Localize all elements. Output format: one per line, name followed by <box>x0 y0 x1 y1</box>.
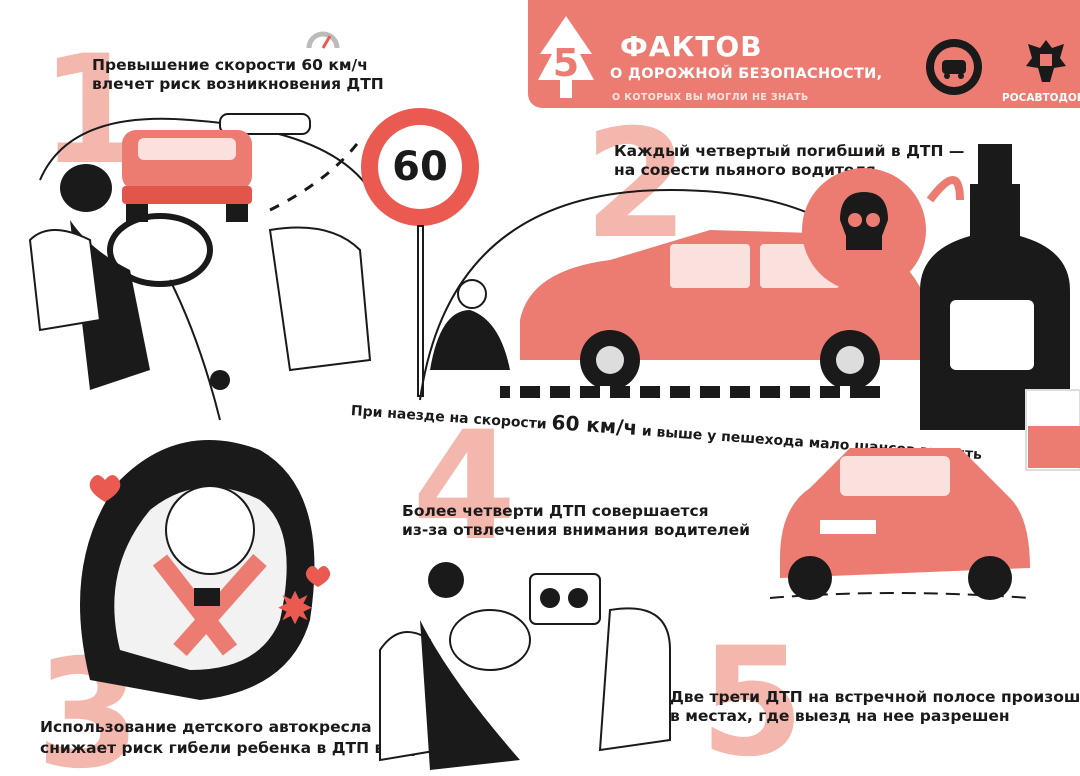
pedestrian-caption-speed: 60 км/ч <box>550 410 639 440</box>
fact-1-line2: влечет риск возникновения ДТП <box>92 75 384 93</box>
speed-limit-value: 60 <box>392 144 448 190</box>
fact-number-2: 2 <box>584 98 689 272</box>
illustration-distracted-driver <box>379 562 671 770</box>
bottle-icon <box>920 144 1070 430</box>
header-subtitle-2: О КОТОРЫХ ВЫ МОГЛИ НЕ ЗНАТЬ <box>612 92 809 103</box>
fact-2-line2: на совести пьяного водителя <box>614 161 876 179</box>
crosswalk <box>500 386 880 398</box>
fact-3-line1: Использование детского автокресла <box>40 718 372 736</box>
eagle-emblem-icon <box>1026 40 1066 82</box>
heart-icon <box>89 475 121 502</box>
header-title: ФАКТОВ <box>620 30 763 63</box>
tablet-icon <box>529 573 601 625</box>
illustration-bottle <box>802 144 1080 471</box>
red-car-front <box>122 130 252 222</box>
fact-4-text: Более четверти ДТП совершается из-за отв… <box>402 502 750 540</box>
header-subtitle: О ДОРОЖНОЙ БЕЗОПАСНОСТИ, <box>610 66 883 82</box>
fact-1-text: Превышение скорости 60 км/ч влечет риск … <box>92 56 384 94</box>
fact-4-line2: из-за отвлечения внимания водителей <box>402 521 751 539</box>
fact-5-line1: Две трети ДТП на встречной полосе произо… <box>670 688 1080 706</box>
skull-icon <box>840 192 888 250</box>
header-banner <box>528 0 1080 108</box>
fact-5-line2: в местах, где выезд на нее разрешен <box>670 707 1010 725</box>
tree-five-icon: 5 <box>538 16 594 98</box>
glass-icon <box>1025 389 1080 471</box>
org-name: РОСАВТОДОР <box>1002 92 1080 104</box>
emblem-icon <box>926 39 982 95</box>
fact-1-line1: Превышение скорости 60 км/ч <box>92 56 368 74</box>
fact-5-text: Две трети ДТП на встречной полосе произо… <box>670 688 1080 726</box>
fact-4-line1: Более четверти ДТП совершается <box>402 502 709 520</box>
fact-number-4: 4 <box>412 400 517 574</box>
fact-3-line2-prefix: снижает риск гибели ребенка в ДТП в <box>40 739 390 757</box>
speedometer-icon <box>306 31 340 49</box>
star-icon <box>278 590 312 625</box>
header-number: 5 <box>553 41 579 85</box>
illustration-rear-car <box>769 448 1031 600</box>
fact-2-text: Каждый четвертый погибший в ДТП — на сов… <box>614 142 964 180</box>
heart-icon-2 <box>305 566 331 587</box>
fact-number-5: 5 <box>700 616 805 776</box>
illustration-child-seat <box>80 440 331 700</box>
illustration-driver <box>28 113 372 421</box>
fact-2-line1: Каждый четвертый погибший в ДТП — <box>614 142 965 160</box>
